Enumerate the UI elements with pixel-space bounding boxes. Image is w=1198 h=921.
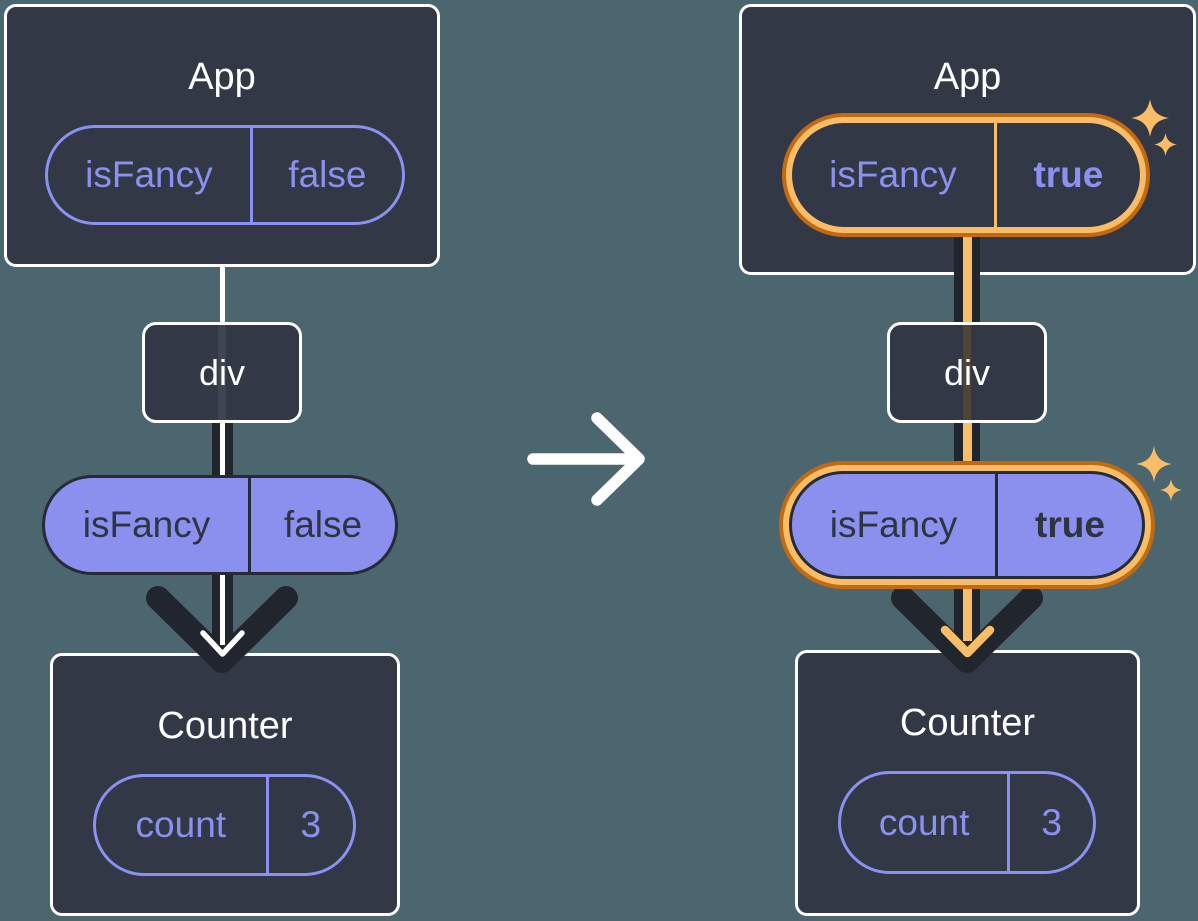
prop-pill: isFancy true: [789, 471, 1145, 579]
pill-value: 3: [1041, 801, 1062, 843]
counter-card: Counter count 3: [50, 653, 400, 916]
flow-line-behind: [963, 325, 971, 420]
pill-divider: [995, 474, 998, 576]
state-pill: count 3: [838, 771, 1096, 874]
sparkle-icon: [1154, 133, 1177, 156]
pill-value: false: [288, 154, 367, 195]
flow-line-behind: [218, 325, 226, 420]
state-pill: isFancy false: [45, 125, 405, 225]
prop-flow-line: [220, 421, 225, 477]
component-title: Counter: [157, 705, 293, 747]
component-title: Counter: [899, 702, 1036, 744]
pill-divider: [265, 777, 269, 873]
connector-app-div: [220, 265, 225, 325]
pill-value: true: [1035, 504, 1105, 545]
pill-key: isFancy: [829, 154, 957, 195]
pill-divider: [248, 478, 251, 572]
state-pill: count 3: [93, 774, 356, 876]
pill-key: isFancy: [82, 504, 211, 545]
pill-value: false: [283, 504, 363, 545]
div-label: div: [943, 351, 991, 393]
div-node: div: [142, 322, 302, 423]
counter-card: Counter count 3: [795, 650, 1140, 916]
pill-divider: [249, 128, 253, 222]
highlight-ring: isFancy true: [779, 461, 1155, 589]
sparkle-icon: [1160, 479, 1182, 501]
div-node: div: [887, 322, 1047, 423]
arrow-right-icon: [527, 412, 645, 506]
component-title: App: [933, 56, 1002, 98]
prop-flow-line: [963, 236, 972, 325]
sparkle-icon: [1131, 99, 1169, 137]
sparkle-icon: [1136, 446, 1172, 482]
pill-value: 3: [300, 804, 322, 845]
prop-flow-line: [963, 421, 972, 479]
state-pill: isFancy true: [792, 123, 1140, 227]
prop-pill: isFancy false: [42, 475, 398, 575]
div-label: div: [198, 351, 246, 393]
pill-divider: [993, 123, 997, 227]
pill-key: isFancy: [829, 504, 958, 545]
pill-key: isFancy: [85, 154, 213, 195]
pill-value: true: [1033, 154, 1104, 195]
arrow-down-icon: [146, 573, 298, 673]
pill-divider: [1007, 774, 1011, 871]
app-card: App isFancy false: [4, 4, 440, 267]
pill-key: count: [878, 801, 970, 843]
component-title: App: [188, 56, 256, 98]
pill-key: count: [135, 804, 227, 845]
highlight-ring: isFancy true: [782, 113, 1150, 237]
